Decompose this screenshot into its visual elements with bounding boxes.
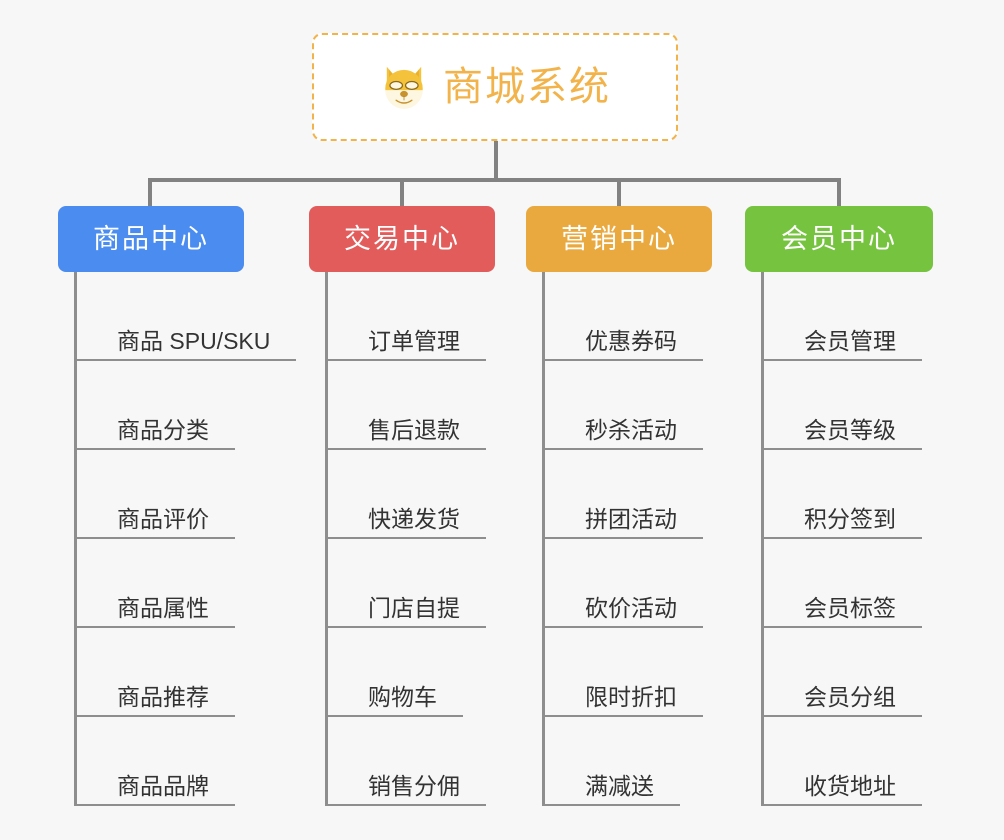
leaf-underline	[764, 804, 922, 806]
category-header-member-center[interactable]: 会员中心	[745, 206, 933, 272]
list-item[interactable]: 商品品牌	[77, 717, 244, 806]
leaf-underline	[328, 804, 486, 806]
list-item[interactable]: 收货地址	[764, 717, 933, 806]
leaf-underline	[77, 359, 296, 361]
leaf-label: 会员标签	[804, 594, 896, 621]
connector-drop-product-center	[148, 178, 152, 206]
leaf-underline	[328, 626, 486, 628]
leaf-underline	[328, 537, 486, 539]
leaf-underline	[764, 359, 922, 361]
list-item[interactable]: 满减送	[545, 717, 712, 806]
leaf-underline	[77, 537, 235, 539]
branch-marketing-center: 营销中心 优惠券码 秒杀活动 拼团活动 砍价活动 限时折扣	[526, 206, 712, 806]
leaf-underline	[77, 626, 235, 628]
list-item[interactable]: 门店自提	[328, 539, 495, 628]
leaf-label: 商品分类	[117, 416, 209, 443]
branch-trade-center: 交易中心 订单管理 售后退款 快递发货 门店自提 购物车	[309, 206, 495, 806]
list-item[interactable]: 销售分佣	[328, 717, 495, 806]
leaf-label: 砍价活动	[585, 594, 677, 621]
category-label: 营销中心	[561, 223, 677, 254]
root-node[interactable]: 商城系统	[312, 33, 678, 141]
leaf-label: 积分签到	[804, 505, 896, 532]
leaf-label: 商品 SPU/SKU	[117, 327, 271, 354]
leaf-label: 商品评价	[117, 505, 209, 532]
leaf-underline	[764, 448, 922, 450]
list-item[interactable]: 商品推荐	[77, 628, 244, 717]
list-item[interactable]: 秒杀活动	[545, 361, 712, 450]
leaf-label: 购物车	[368, 683, 437, 710]
list-item[interactable]: 订单管理	[328, 272, 495, 361]
leaf-underline	[545, 804, 680, 806]
leaf-underline	[545, 537, 703, 539]
leaf-label: 售后退款	[368, 416, 460, 443]
list-item[interactable]: 售后退款	[328, 361, 495, 450]
leaf-label: 销售分佣	[368, 772, 460, 799]
list-item[interactable]: 会员管理	[764, 272, 933, 361]
leaf-underline	[545, 715, 703, 717]
list-item[interactable]: 砍价活动	[545, 539, 712, 628]
list-item[interactable]: 商品属性	[77, 539, 244, 628]
list-item[interactable]: 限时折扣	[545, 628, 712, 717]
leaf-label: 订单管理	[368, 327, 460, 354]
root-title: 商城系统	[443, 65, 611, 109]
leaf-underline	[764, 626, 922, 628]
leaf-list-member-center: 会员管理 会员等级 积分签到 会员标签 会员分组 收货地址	[761, 272, 933, 806]
list-item[interactable]: 商品分类	[77, 361, 244, 450]
shiba-dog-face-icon	[379, 62, 429, 112]
leaf-underline	[77, 804, 235, 806]
branch-member-center: 会员中心 会员管理 会员等级 积分签到 会员标签 会员分组	[745, 206, 933, 806]
leaf-list-marketing-center: 优惠券码 秒杀活动 拼团活动 砍价活动 限时折扣 满减送	[542, 272, 712, 806]
leaf-underline	[328, 715, 463, 717]
leaf-underline	[328, 359, 486, 361]
leaf-label: 商品推荐	[117, 683, 209, 710]
list-item[interactable]: 购物车	[328, 628, 495, 717]
leaf-label: 秒杀活动	[585, 416, 677, 443]
leaf-label: 限时折扣	[585, 683, 677, 710]
category-label: 交易中心	[344, 223, 460, 254]
leaf-underline	[764, 715, 922, 717]
leaf-label: 商品品牌	[117, 772, 209, 799]
list-item[interactable]: 会员标签	[764, 539, 933, 628]
connector-drop-marketing-center	[617, 178, 621, 206]
connector-drop-trade-center	[400, 178, 404, 206]
list-item[interactable]: 会员分组	[764, 628, 933, 717]
leaf-underline	[764, 537, 922, 539]
connector-root-stem	[494, 141, 498, 180]
leaf-underline	[77, 715, 235, 717]
category-header-product-center[interactable]: 商品中心	[58, 206, 244, 272]
leaf-label: 拼团活动	[585, 505, 677, 532]
leaf-label: 商品属性	[117, 594, 209, 621]
category-label: 商品中心	[93, 223, 209, 254]
list-item[interactable]: 优惠券码	[545, 272, 712, 361]
connector-drop-member-center	[837, 178, 841, 206]
leaf-label: 会员分组	[804, 683, 896, 710]
leaf-label: 会员等级	[804, 416, 896, 443]
list-item[interactable]: 商品评价	[77, 450, 244, 539]
category-header-trade-center[interactable]: 交易中心	[309, 206, 495, 272]
leaf-underline	[545, 359, 703, 361]
category-header-marketing-center[interactable]: 营销中心	[526, 206, 712, 272]
list-item[interactable]: 积分签到	[764, 450, 933, 539]
leaf-label: 优惠券码	[585, 327, 677, 354]
leaf-label: 快递发货	[368, 505, 460, 532]
list-item[interactable]: 快递发货	[328, 450, 495, 539]
leaf-label: 收货地址	[804, 772, 896, 799]
leaf-underline	[77, 448, 235, 450]
leaf-underline	[328, 448, 486, 450]
leaf-underline	[545, 626, 703, 628]
leaf-label: 门店自提	[368, 594, 460, 621]
list-item[interactable]: 会员等级	[764, 361, 933, 450]
list-item[interactable]: 拼团活动	[545, 450, 712, 539]
branch-product-center: 商品中心 商品 SPU/SKU 商品分类 商品评价 商品属性 商品推荐	[58, 206, 296, 806]
leaf-underline	[545, 448, 703, 450]
leaf-label: 会员管理	[804, 327, 896, 354]
leaf-list-trade-center: 订单管理 售后退款 快递发货 门店自提 购物车 销售分佣	[325, 272, 495, 806]
leaf-list-product-center: 商品 SPU/SKU 商品分类 商品评价 商品属性 商品推荐 商品品牌	[74, 272, 296, 806]
connector-horizontal-bus	[148, 178, 840, 182]
leaf-label: 满减送	[585, 772, 654, 799]
list-item[interactable]: 商品 SPU/SKU	[77, 272, 296, 361]
category-label: 会员中心	[781, 223, 897, 254]
